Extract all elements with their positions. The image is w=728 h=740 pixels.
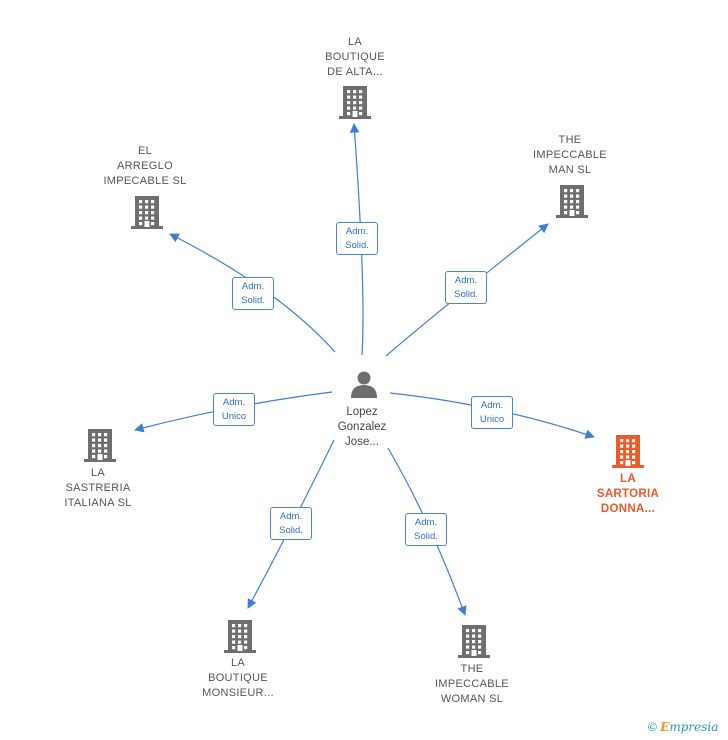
person-label-line: Lopez — [346, 406, 378, 418]
relation-badge-text: Adm. — [345, 226, 369, 237]
relation-badge-text: Adm. — [241, 281, 265, 292]
company-label-line: ITALIANA SL — [64, 497, 132, 509]
company-label-line: WOMAN SL — [440, 693, 504, 705]
company-label-line: LA — [347, 36, 363, 48]
company-label-line: LA — [90, 467, 106, 479]
company-label-line: THE — [460, 663, 484, 675]
relation-badge-text: Adm. — [454, 275, 478, 286]
relation-badge-text: Solid. — [454, 289, 478, 300]
company-label-line: IMPECCABLE — [533, 149, 607, 161]
relation-badge-the-impeccable-man[interactable]: Adm. Solid. — [445, 271, 487, 304]
copyright-icon: © — [648, 720, 657, 734]
person-label-line: Gonzalez — [337, 421, 387, 433]
company-label-la-boutique-monsieur[interactable]: LA BOUTIQUE MONSIEUR... — [168, 656, 308, 701]
building-icon-el-arreglo-impecable[interactable] — [131, 196, 163, 229]
company-label-la-sastreria-italiana[interactable]: LA SASTRERIA ITALIANA SL — [28, 466, 168, 511]
company-label-line: DE ALTA... — [327, 66, 383, 78]
relation-badge-text: Unico — [479, 414, 505, 425]
company-label-line: MAN SL — [548, 164, 592, 176]
relation-badge-text: Adm. — [222, 397, 246, 408]
building-icon-the-impeccable-man[interactable] — [556, 185, 588, 218]
relation-badge-the-impeccable-woman[interactable]: Adm. Solid. — [405, 513, 447, 546]
person-icon[interactable] — [351, 371, 377, 399]
company-label-la-boutique-de-alta[interactable]: LA BOUTIQUE DE ALTA... — [285, 35, 425, 80]
company-label-line: SASTRERIA — [65, 482, 131, 494]
relation-badge-text: Solid. — [279, 525, 303, 536]
company-label-line: LA — [620, 473, 636, 485]
edge-la-boutique-de-alta — [349, 123, 364, 356]
footer-brand[interactable]: © Empresia — [648, 720, 718, 734]
company-label-la-sartoria-donna[interactable]: LA SARTORIA DONNA... — [558, 472, 698, 517]
relation-badge-la-sastreria-italiana[interactable]: Adm. Unico — [213, 393, 255, 426]
brand-logo: Empresia — [660, 720, 719, 734]
company-label-line: EL — [137, 145, 153, 157]
relation-badge-el-arreglo-impecable[interactable]: Adm. Solid. — [232, 277, 274, 310]
building-icon-the-impeccable-woman[interactable] — [458, 625, 490, 658]
company-label-el-arreglo-impecable[interactable]: EL ARREGLO IMPECABLE SL — [75, 144, 215, 189]
company-label-line: SARTORIA — [596, 488, 660, 500]
relation-badge-text: Unico — [221, 411, 247, 422]
company-label-line: BOUTIQUE — [208, 672, 268, 684]
relation-badge-text: Solid. — [345, 240, 369, 251]
relation-badge-text: Adm. — [279, 511, 303, 522]
building-icon-la-sartoria-donna[interactable] — [612, 435, 644, 468]
company-label-line: LA — [230, 657, 246, 669]
company-label-the-impeccable-woman[interactable]: THE IMPECCABLE WOMAN SL — [402, 662, 542, 707]
company-label-line: THE — [558, 134, 582, 146]
company-label-the-impeccable-man[interactable]: THE IMPECCABLE MAN SL — [500, 133, 640, 178]
relation-badge-text: Adm. — [414, 517, 438, 528]
building-icon-la-sastreria-italiana[interactable] — [84, 429, 116, 462]
relation-badge-la-boutique-de-alta[interactable]: Adm. Solid. — [336, 222, 378, 255]
company-label-line: BOUTIQUE — [325, 51, 385, 63]
relation-badge-text: Solid. — [414, 531, 438, 542]
building-icon-la-boutique-monsieur[interactable] — [224, 620, 256, 653]
company-label-line: IMPECCABLE — [435, 678, 509, 690]
relation-badge-text: Solid. — [241, 295, 265, 306]
building-icon-la-boutique-de-alta[interactable] — [339, 86, 371, 119]
relation-badge-text: Adm. — [480, 400, 504, 411]
relation-badge-la-sartoria-donna[interactable]: Adm. Unico — [471, 396, 513, 429]
company-label-line: MONSIEUR... — [202, 687, 274, 699]
person-label-line: Jose... — [345, 436, 379, 448]
company-label-line: DONNA... — [600, 503, 656, 515]
company-label-line: ARREGLO — [117, 160, 173, 172]
company-label-line: IMPECABLE SL — [103, 175, 187, 187]
relation-badge-la-boutique-monsieur[interactable]: Adm. Solid. — [270, 507, 312, 540]
